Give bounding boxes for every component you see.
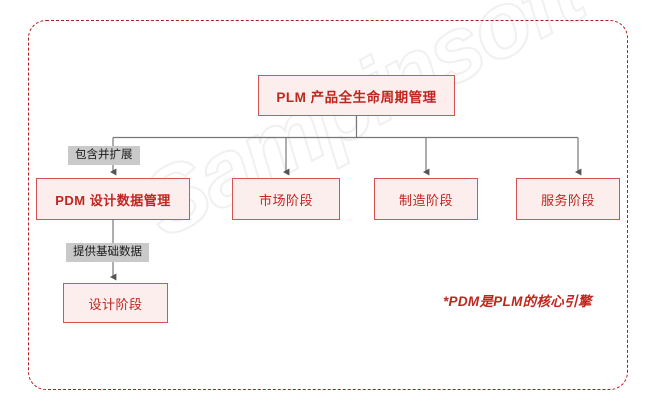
edge-label-contains-and-extends: 包含并扩展 (68, 146, 140, 166)
edge-label-provides-base-data: 提供基础数据 (66, 243, 149, 263)
node-pdm[interactable]: PDM 设计数据管理 (36, 178, 190, 220)
node-service-stage[interactable]: 服务阶段 (516, 178, 620, 220)
node-manufacturing-stage[interactable]: 制造阶段 (374, 178, 478, 220)
node-design-stage[interactable]: 设计阶段 (63, 283, 168, 323)
node-plm-root[interactable]: PLM 产品全生命周期管理 (258, 75, 455, 116)
footnote-note: *PDM是PLM的核心引擎 (443, 294, 592, 309)
node-market-stage[interactable]: 市场阶段 (232, 178, 340, 220)
diagram-frame-border (28, 20, 628, 390)
